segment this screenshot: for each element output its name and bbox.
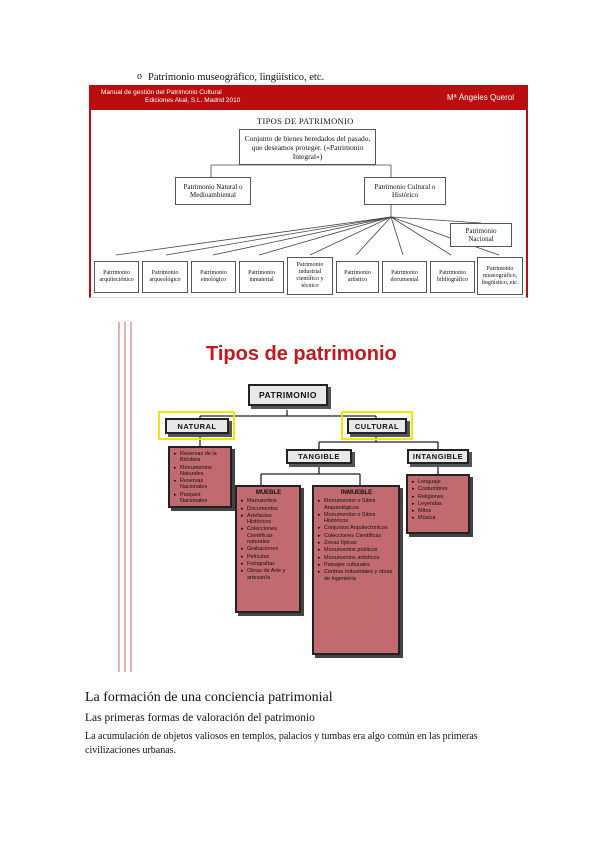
bullet-item: o Patrimonio museográfico, lingüístico, … (137, 71, 325, 83)
leaf-node: Patrimonio arqueológico (142, 261, 188, 293)
subsection-heading: Las primeras formas de valoración del pa… (85, 712, 315, 724)
leaf-node: Patrimonio industrial científico y técni… (287, 257, 333, 295)
diagram-connectors (199, 410, 439, 485)
cultural-node: CULTURAL (347, 418, 407, 434)
leaf-node: Patrimonio museográfico, lingüístico, et… (477, 257, 523, 295)
leaf-node: Patrimonio documental (382, 261, 427, 293)
list-item: Religiones (412, 494, 465, 501)
list-item: Costumbres (412, 486, 465, 493)
figure-tipos-patrimonio-querol: Manual de gestión del Patrimonio Cultura… (89, 85, 528, 298)
intangible-list: Lenguaje Costumbres Religiones Leyendas … (406, 474, 470, 534)
list-item: Monumentos artísticos (318, 555, 395, 562)
list-item: Reservas de la Biósfera (174, 451, 227, 464)
leaf-node: Patrimonio etnológico (191, 261, 236, 293)
nacional-node: Patrimonio Nacional (450, 223, 512, 247)
list-item: Artefactos Históricos (241, 513, 296, 526)
list-item: Lenguaje (412, 479, 465, 486)
list-item: Centros Industriales y obras de ingenier… (318, 569, 395, 582)
list-item: Zonas típicas (318, 540, 395, 547)
list-item: Monumentos o Sitios Arqueológicos (318, 498, 395, 511)
connector-lines (115, 155, 500, 256)
leaf-node: Patrimonio bibliográfico (430, 261, 475, 293)
leaf-node: Patrimonio inmaterial (239, 261, 284, 293)
mueble-list: MUEBLE Manuscritos Documentos Artefactos… (235, 485, 301, 613)
list-item: Reservas Nacionales (174, 478, 227, 491)
bullet-marker: o (137, 71, 142, 82)
list-item: Mitos (412, 508, 465, 515)
inmueble-list: INMUEBLE Monumentos o Sitios Arqueológic… (312, 485, 400, 655)
list-item: Documentos (241, 506, 296, 513)
margin-rule (130, 322, 132, 672)
leaf-node: Patrimonio arquitectónico (94, 261, 139, 293)
root-node: Conjunto de bienes heredados del pasado,… (239, 129, 376, 165)
list-item: Fotografías (241, 561, 296, 568)
list-item: Colecciones Científicas naturales (241, 526, 296, 545)
patrimonio-node: PATRIMONIO (248, 384, 328, 406)
leaf-node: Patrimonio artístico (336, 261, 379, 293)
highlight-frame (341, 411, 413, 440)
margin-rule (118, 322, 120, 672)
highlight-frame (158, 411, 235, 440)
list-item: Monumentos Naturales (174, 465, 227, 478)
cultural-node: Patrimonio Cultural o Histórico (364, 177, 446, 205)
list-item: Películas (241, 554, 296, 561)
list-item: Manuscritos (241, 498, 296, 505)
list-item: Música (412, 515, 465, 522)
natural-list: Reservas de la Biósfera Monumentos Natur… (168, 446, 232, 508)
list-item: Grabaciones (241, 546, 296, 553)
list-item: Paisajes culturales (318, 562, 395, 569)
book-title: Manual de gestión del Patrimonio Cultura… (101, 89, 222, 96)
list-item: Monumentos públicos (318, 547, 395, 554)
list-header: MUEBLE (255, 490, 282, 496)
body-paragraph: La acumulación de objetos valiosos en te… (85, 731, 478, 756)
list-item: Leyendas (412, 501, 465, 508)
natural-node: Patrimonio Natural o Medioambiental (175, 177, 251, 205)
intangible-node: INTANGIBLE (407, 449, 469, 464)
book-publisher: Ediciones Akal, S.L. Madrid 2010 (145, 97, 241, 104)
list-header: INMUEBLE (340, 490, 373, 496)
figure1-title: TIPOS DE PATRIMONIO (257, 116, 354, 126)
section-heading: La formación de una conciencia patrimoni… (85, 690, 333, 705)
natural-node: NATURAL (165, 418, 229, 434)
figure-tipos-patrimonio-diagram: Tipos de patrimonio PATRIMONIO NATURAL C… (115, 322, 470, 672)
figure2-title: Tipos de patrimonio (206, 343, 397, 365)
list-item: Parques Nacionales (174, 492, 227, 505)
list-item: Obras de Arte y artesanía (241, 568, 296, 581)
figure-header-bar: Manual de gestión del Patrimonio Cultura… (91, 85, 526, 110)
list-item: Colecciones Científicas (318, 533, 395, 540)
list-item: Monumentos o Sitios Históricos (318, 512, 395, 525)
list-item: Conjuntos Arquitectónicos (318, 525, 395, 532)
tangible-node: TANGIBLE (286, 449, 352, 464)
bullet-text: Patrimonio museográfico, lingüístico, et… (148, 72, 325, 83)
book-author: Mª Ángeles Querol (447, 93, 514, 102)
margin-rule (124, 322, 126, 672)
